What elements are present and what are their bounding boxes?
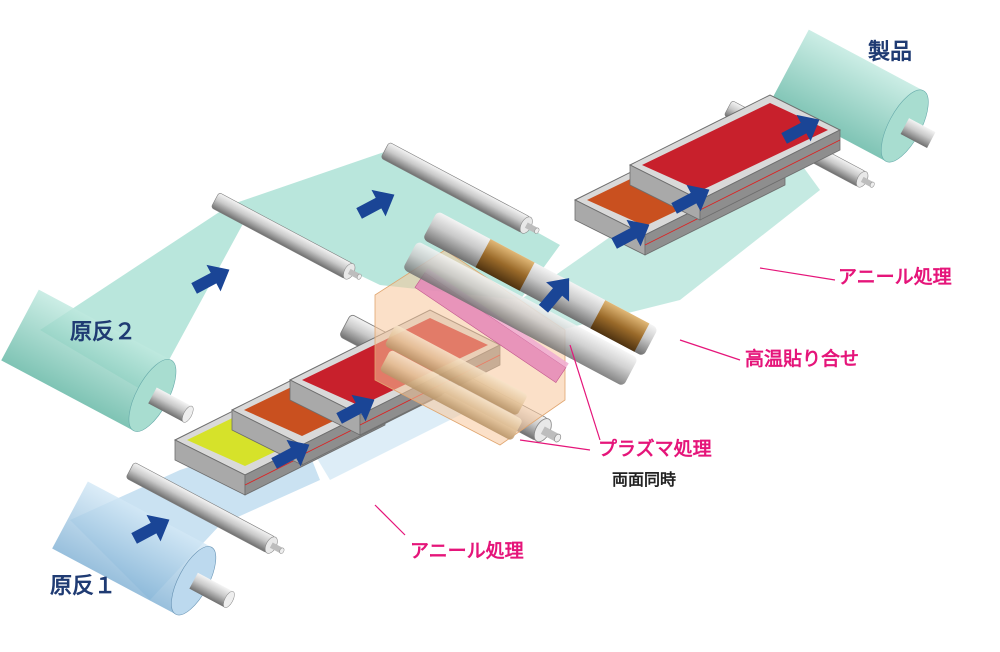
product-roll [771,29,936,163]
label-annealing-bottom: アニール処理 [410,540,524,562]
source-roll-1 [52,481,235,616]
upper-annealing-heaters [574,94,841,256]
lamination-rollers [404,212,657,385]
beige-roller [385,325,527,415]
leader-lines [374,267,836,536]
beige-roller [380,350,522,440]
label-source-1: 原反１ [50,574,117,599]
label-product: 製品 [868,40,913,65]
label-source-2: 原反２ [70,320,137,345]
label-plasma: プラズマ処理 [598,438,712,460]
label-annealing-top: アニール処理 [838,266,952,288]
label-plasma-sub: 両面同時 [612,470,677,489]
label-lamination: 高温貼り合せ [745,348,860,370]
source-roll-2 [1,289,194,432]
